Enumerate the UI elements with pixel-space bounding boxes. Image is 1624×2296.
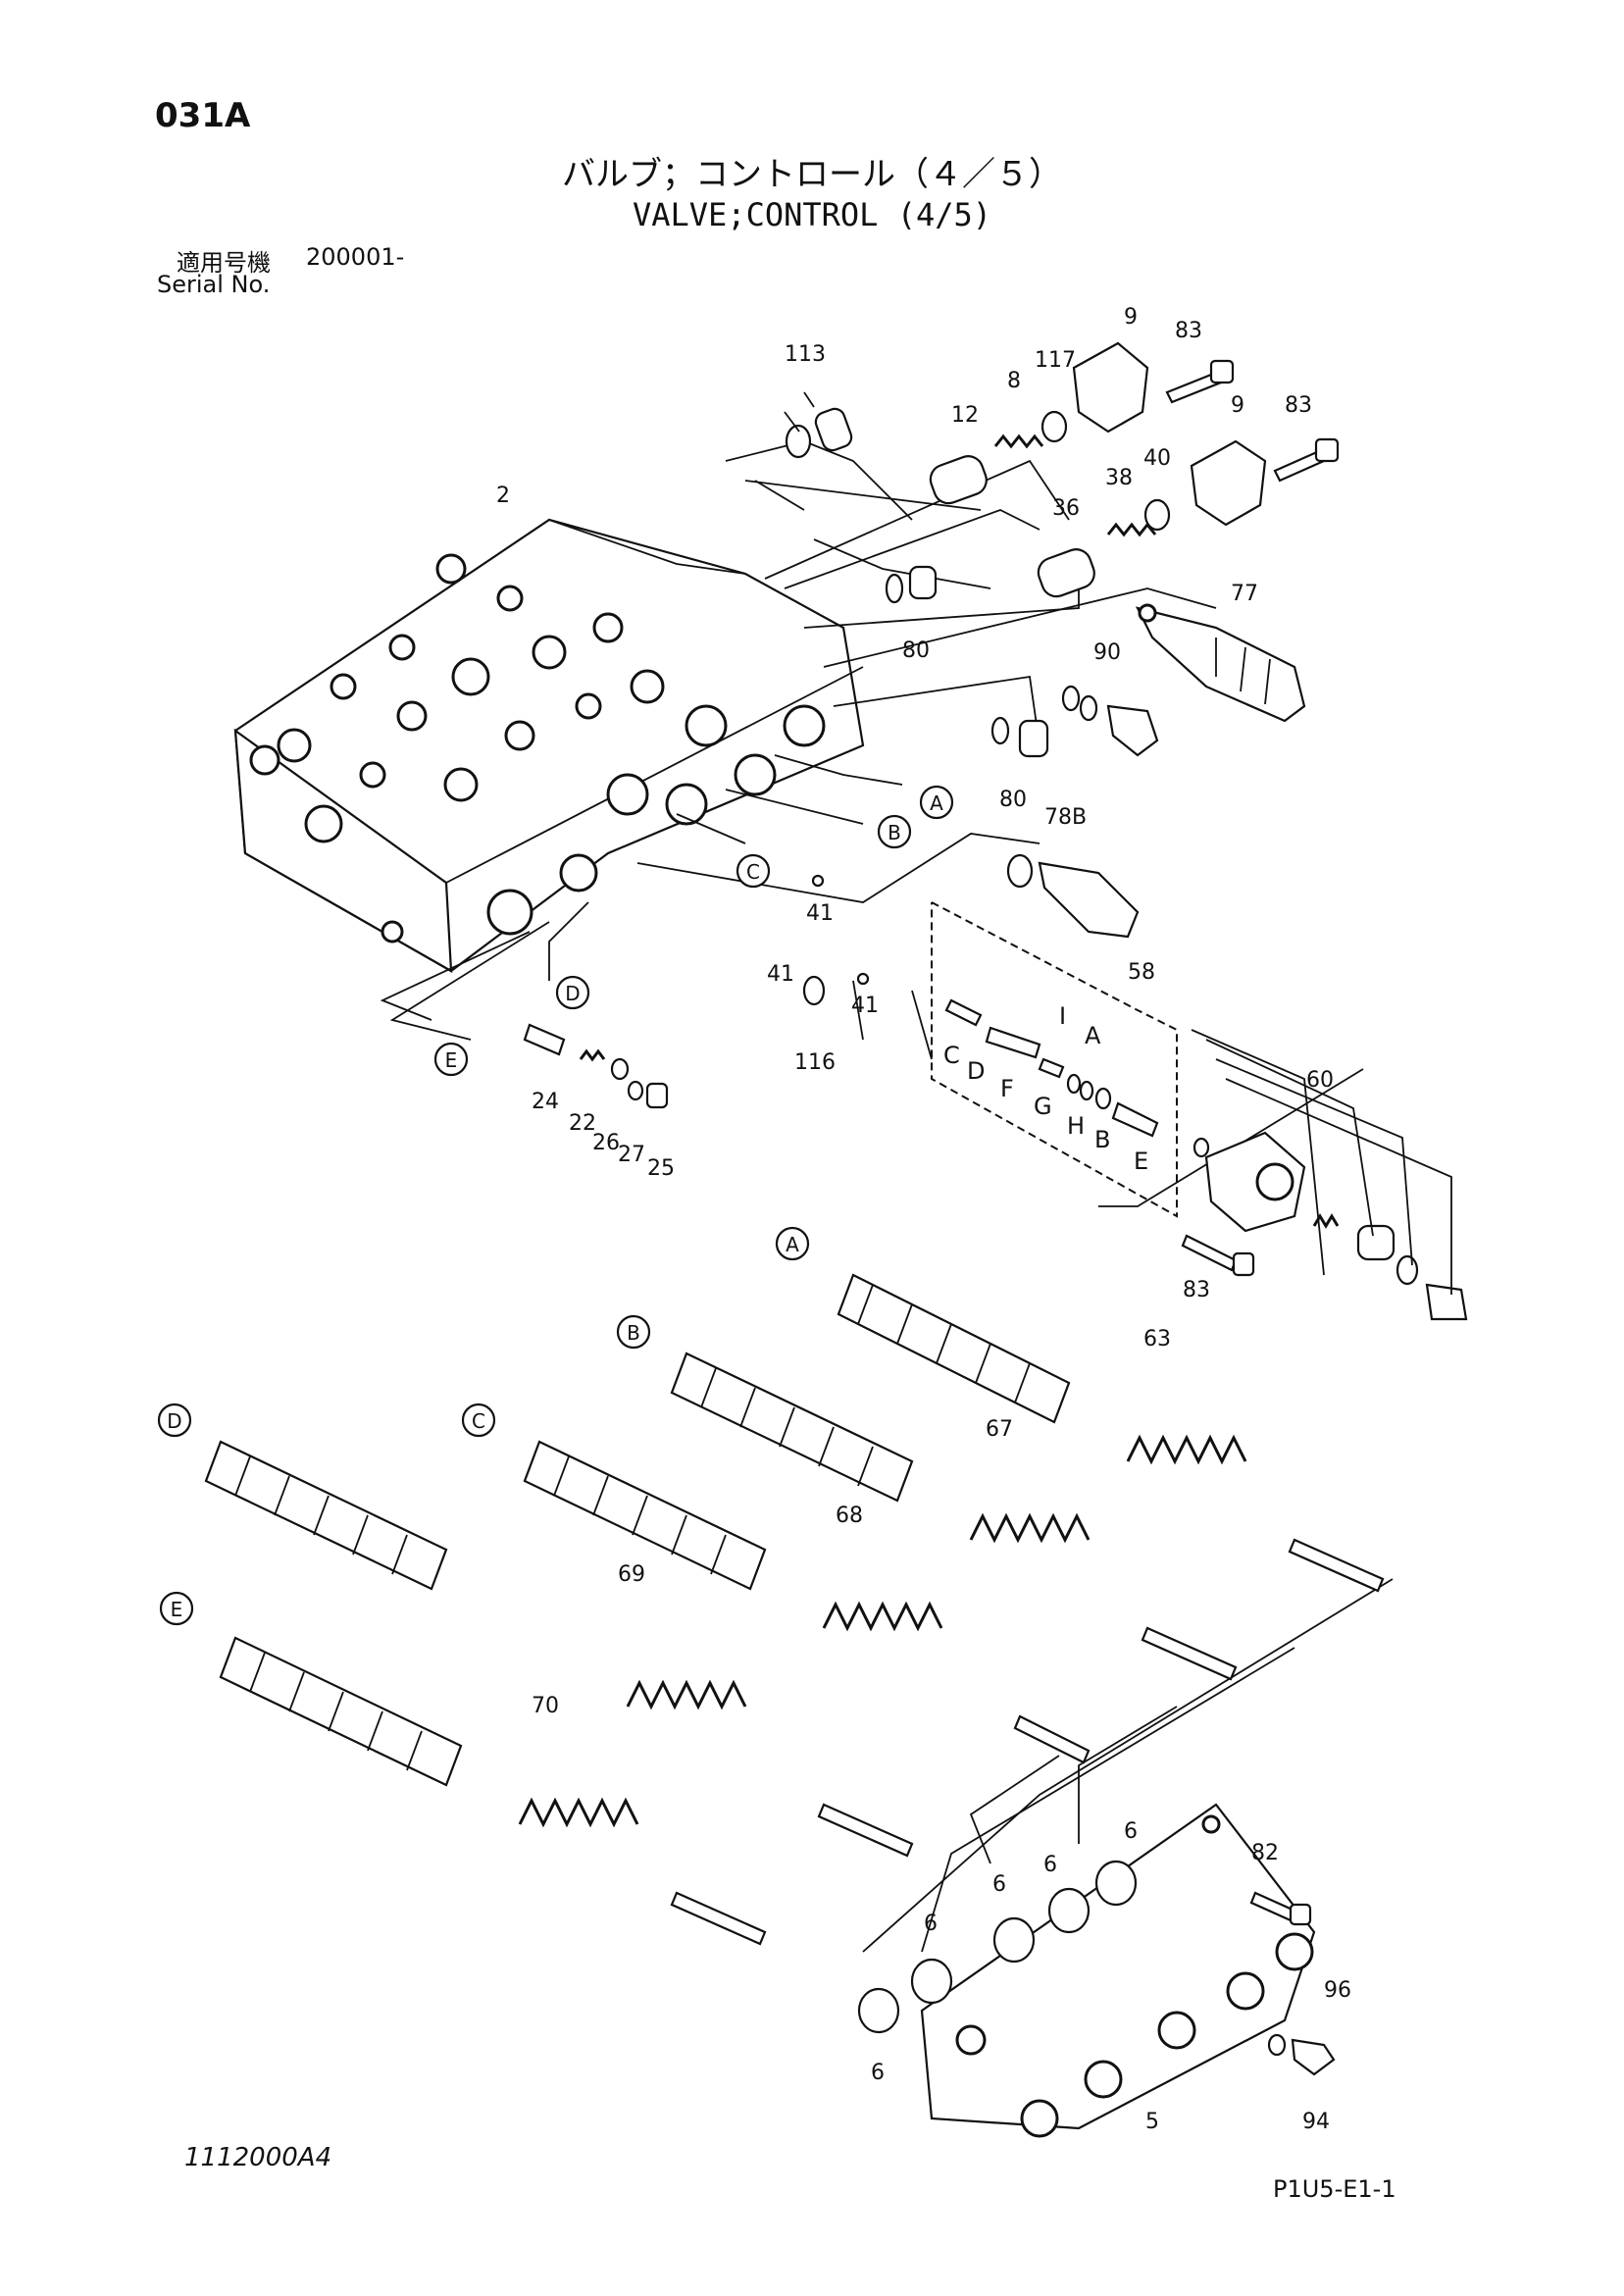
kit-letter-F: F — [1000, 1075, 1014, 1102]
callout-78B: 78B — [1044, 805, 1087, 830]
marker-A-upper: A — [930, 791, 943, 815]
callout-24: 24 — [532, 1090, 559, 1114]
marker-E-upper: E — [445, 1048, 458, 1072]
callout-90: 90 — [1093, 640, 1121, 665]
callout-70: 70 — [532, 1694, 559, 1718]
callout-6-b: 6 — [1043, 1853, 1057, 1877]
marker-D-spool: D — [167, 1409, 181, 1433]
serial-label-english: Serial No. — [157, 271, 271, 298]
small-parts — [523, 874, 870, 1109]
callout-12: 12 — [951, 403, 979, 428]
callout-68: 68 — [836, 1504, 863, 1528]
leader-lines — [380, 440, 1394, 1953]
callout-9-upper: 9 — [1124, 305, 1138, 330]
callout-58: 58 — [1128, 960, 1155, 985]
marker-C-upper: C — [746, 860, 760, 884]
callout-116: 116 — [794, 1050, 836, 1075]
callout-94: 94 — [1302, 2110, 1330, 2134]
kit-letter-D: D — [967, 1057, 985, 1085]
kit-letters: C D F G I A H B E — [943, 1002, 1148, 1175]
callout-26: 26 — [592, 1131, 620, 1155]
callout-82: 82 — [1251, 1841, 1279, 1865]
callout-22: 22 — [569, 1111, 596, 1136]
title-english: VALVE;CONTROL (4/5) — [632, 196, 992, 233]
callout-40: 40 — [1143, 446, 1171, 471]
callout-69: 69 — [618, 1562, 645, 1587]
marker-E-spool: E — [171, 1598, 183, 1621]
kit-letter-G: G — [1034, 1093, 1052, 1120]
assembly-60 — [1181, 1029, 1468, 1321]
page-reference: P1U5-E1-1 — [1273, 2175, 1396, 2203]
body-markers: A B C D E — [433, 785, 954, 1077]
spool-assemblies — [204, 1273, 1385, 1946]
callout-36: 36 — [1052, 496, 1080, 521]
callout-6-a: 6 — [1124, 1819, 1138, 1844]
kit-letter-H: H — [1067, 1112, 1085, 1140]
callout-80-upper: 80 — [902, 638, 930, 663]
callout-41-c: 41 — [851, 994, 879, 1018]
callout-8: 8 — [1007, 369, 1021, 393]
callout-80-lower: 80 — [999, 788, 1027, 812]
callout-9-lower: 9 — [1231, 393, 1244, 418]
callout-6-c: 6 — [992, 1872, 1006, 1897]
callout-41-b: 41 — [767, 962, 794, 987]
kit-letter-B: B — [1094, 1126, 1110, 1153]
callout-60: 60 — [1306, 1068, 1334, 1093]
marker-C-spool: C — [472, 1409, 485, 1433]
spool-markers: A B C D E — [157, 1226, 810, 1626]
callout-25: 25 — [647, 1156, 675, 1181]
kit-letter-E: E — [1134, 1148, 1148, 1175]
kit-letter-I: I — [1059, 1002, 1066, 1030]
valve-body — [233, 518, 865, 973]
marker-A-spool: A — [786, 1233, 799, 1256]
serial-label-japanese: 適用号機 — [177, 249, 271, 277]
callout-38: 38 — [1105, 466, 1133, 490]
upper-parts — [784, 341, 1340, 939]
kit-letter-A: A — [1085, 1022, 1101, 1049]
callout-83-upper: 83 — [1175, 319, 1202, 343]
kit-letter-C: C — [943, 1042, 960, 1069]
callout-96: 96 — [1324, 1978, 1351, 2003]
figure-code: 1112000A4 — [184, 2143, 332, 2172]
callout-labels: 2 113 12 8 117 9 83 9 83 36 38 40 77 80 … — [496, 305, 1351, 2134]
marker-B-upper: B — [888, 821, 901, 844]
callout-83-lower: 83 — [1183, 1278, 1210, 1302]
callout-83-mid: 83 — [1285, 393, 1312, 418]
marker-B-spool: B — [627, 1321, 640, 1345]
callout-6-d: 6 — [924, 1912, 938, 1936]
callout-41-a: 41 — [806, 901, 834, 926]
marker-D-upper: D — [565, 982, 580, 1005]
callout-6-e: 6 — [871, 2061, 885, 2085]
title-japanese: バルブ；コントロール（４／５） — [562, 155, 1062, 194]
lower-cover — [857, 1803, 1336, 2138]
page-code: 031A — [155, 96, 251, 135]
callout-5: 5 — [1145, 2110, 1159, 2134]
callout-113: 113 — [785, 342, 826, 367]
callout-2: 2 — [496, 484, 510, 508]
kit-58 — [931, 901, 1178, 1218]
callout-27: 27 — [618, 1143, 645, 1167]
callout-63: 63 — [1143, 1327, 1171, 1352]
serial-value: 200001- — [306, 243, 405, 271]
callout-117: 117 — [1035, 348, 1076, 373]
callout-77: 77 — [1231, 582, 1258, 606]
callout-67: 67 — [986, 1417, 1013, 1442]
